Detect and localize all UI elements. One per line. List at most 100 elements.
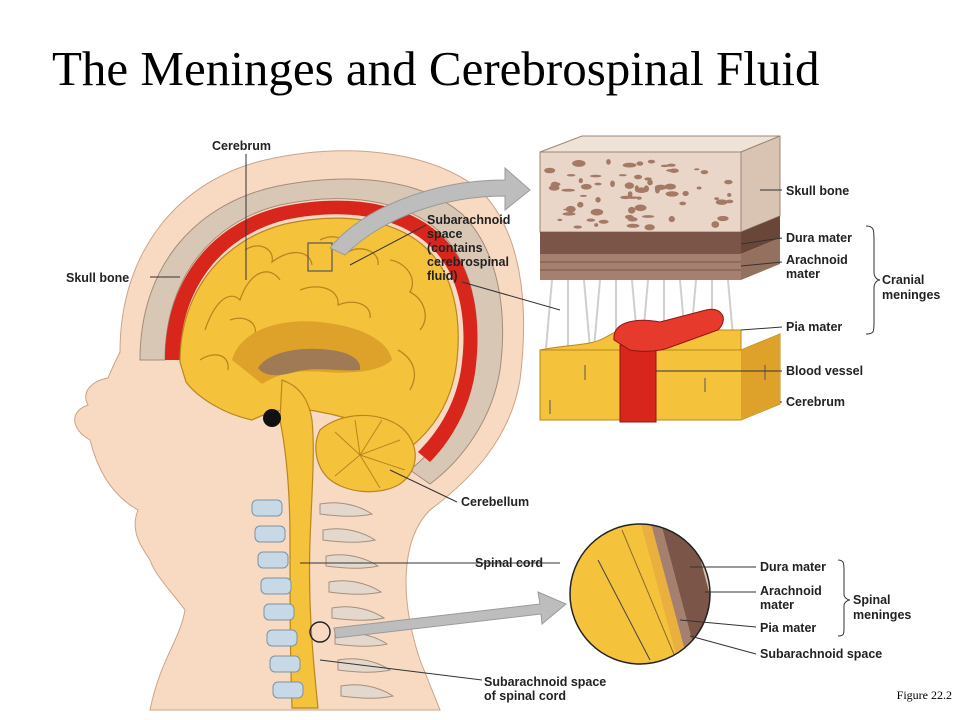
bone-pore (610, 180, 615, 188)
figure-caption: Figure 22.2 (896, 688, 952, 702)
cerebrum-gyri (199, 236, 426, 391)
vertebra (260, 577, 292, 595)
bone-pore (682, 190, 689, 197)
zoom-arrow-bottom (333, 591, 567, 639)
slide-title: The Meninges and Cerebrospinal Fluid (52, 41, 820, 96)
label-pia-mater-top: Pia mater (786, 320, 842, 334)
label-cerebrum-right: Cerebrum (786, 395, 845, 409)
bone-pore (727, 193, 732, 197)
bone-pore (666, 163, 676, 167)
bone-pore (590, 208, 604, 216)
bone-pore (626, 223, 640, 228)
bone-pore (655, 186, 660, 194)
bone-pore (634, 174, 643, 180)
bone-pore (557, 218, 563, 222)
label-cerebrum: Cerebrum (212, 139, 271, 153)
label-line: cerebrospinal (427, 255, 509, 269)
bone-pore (574, 161, 580, 164)
spinous-process (328, 580, 383, 595)
spinous-process (340, 684, 395, 699)
head-section (74, 150, 525, 711)
label-skull-bone-left: Skull bone (66, 271, 129, 285)
bone-pore (618, 174, 627, 177)
bone-pore (644, 177, 652, 181)
bone-pore (668, 216, 675, 223)
zoom-circle-cord (309, 621, 331, 643)
bone-pore (586, 218, 596, 222)
bone-pore (561, 188, 575, 192)
bone-pore (594, 182, 602, 186)
bone-pore (664, 183, 676, 190)
bone-pore (627, 217, 638, 222)
vertebra (263, 603, 295, 621)
vertebra (254, 525, 286, 543)
bone-pore (647, 179, 653, 186)
label-line: Arachnoid (760, 584, 822, 598)
label-skull-bone-right: Skull bone (786, 184, 849, 198)
label-line: Arachnoid (786, 253, 848, 267)
ventricle (258, 348, 361, 376)
label-line: space (427, 227, 462, 241)
bone-pore (544, 167, 556, 174)
bone-pore (562, 212, 576, 216)
bone-pore (550, 181, 560, 189)
bone-pore (717, 215, 729, 222)
cerebellum-folia (334, 419, 406, 489)
zoom-box-brain (307, 242, 333, 272)
bone-pore (724, 179, 733, 185)
label-pia-mater-bottom: Pia mater (760, 621, 816, 635)
bone-pore (635, 187, 648, 193)
bone-pore (641, 215, 655, 218)
bone-pore (660, 164, 669, 168)
spinous-process (325, 554, 380, 569)
bone-pore (714, 197, 720, 201)
bone-pore (700, 170, 709, 175)
zoom-arrow-top (329, 166, 531, 256)
label-subarachnoid-space-bottom: Subarachnoid space (760, 647, 882, 661)
bone-pore (566, 173, 576, 177)
bone-pore (711, 221, 720, 228)
bone-pore (634, 204, 647, 212)
bone-pore (595, 197, 601, 203)
label-line: fluid) (427, 269, 458, 283)
label-line: (contains (427, 241, 483, 255)
cranial-block (539, 135, 781, 423)
trabecula (593, 279, 601, 349)
vertebra (251, 499, 283, 517)
vertebrae (251, 499, 395, 699)
leader-lines (150, 154, 881, 681)
bone-pore (594, 223, 599, 227)
bone-pore (644, 224, 655, 231)
dura-band (165, 200, 478, 462)
spinous-process (319, 502, 374, 517)
label-blood-vessel: Blood vessel (786, 364, 863, 378)
bone-pore (624, 182, 635, 189)
bone-pore (725, 199, 734, 204)
spinous-process (322, 528, 377, 543)
vertebra (272, 681, 304, 699)
label-line: meninges (853, 608, 911, 622)
label-line: Cranial (882, 273, 924, 287)
bone-pore (572, 159, 586, 167)
bone-pore (577, 201, 584, 208)
bone-pore (589, 174, 602, 178)
bone-pore (627, 191, 633, 198)
pituitary (263, 409, 281, 427)
label-line: mater (760, 598, 794, 612)
trabecula (545, 279, 553, 349)
bone-pore (696, 186, 702, 190)
skull-bone-left (139, 178, 504, 485)
bone-pore (715, 199, 728, 205)
label-dura-mater-bottom: Dura mater (760, 560, 826, 574)
bone-pore (580, 183, 592, 190)
label-line: meninges (882, 288, 940, 302)
bone-pore (579, 194, 587, 197)
